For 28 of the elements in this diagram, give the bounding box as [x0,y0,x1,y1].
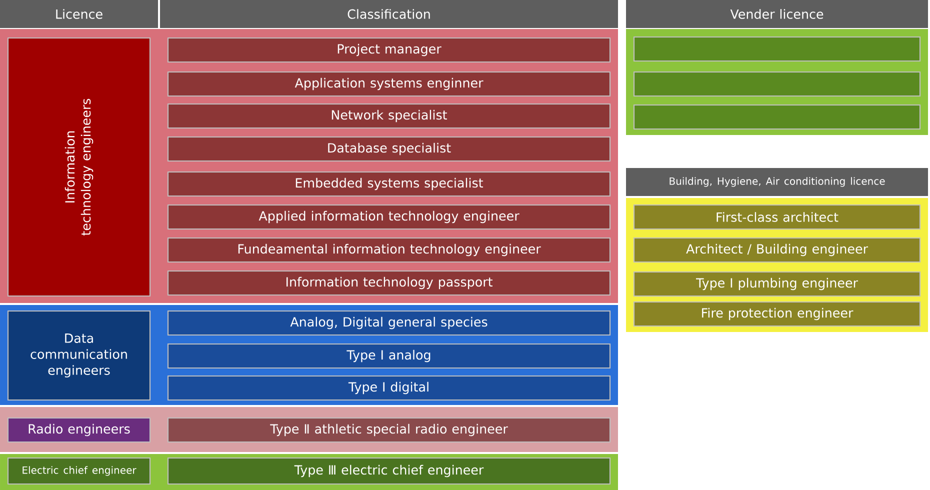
licence-box: Type Ⅰ analog [167,343,611,369]
licence-box: Information technology engineers [7,37,151,297]
licence-box: Type Ⅱ athletic special radio engineer [167,417,611,443]
licence-box [633,71,921,97]
licence-box: Information technology passport [167,270,611,296]
licence-box: Applied information technology engineer [167,204,611,230]
licence-box: Type Ⅲ electric chief engineer [167,457,611,485]
licence-box: Fire protection engineer [633,301,921,327]
column-header: Building, Hygiene, Air conditioning licence [626,168,928,196]
licence-box [633,104,921,130]
column-header: Classification [160,0,618,28]
licence-box: Electric chief engineer [7,457,151,485]
licence-box: Analog, Digital general species [167,310,611,336]
column-header: Licence [0,0,158,28]
licence-box: Data communication engineers [7,310,151,401]
licence-box: Database specialist [167,136,611,162]
licence-box: Radio engineers [7,417,151,443]
licence-box [633,36,921,62]
licence-box: Type Ⅰ plumbing engineer [633,271,921,297]
column-header: Vender licence [626,0,928,28]
licence-box: Embedded systems specialist [167,171,611,197]
licence-box: Type Ⅰ digital [167,375,611,401]
licence-box: Architect / Building engineer [633,237,921,263]
licence-box: Project manager [167,37,611,63]
licence-box: First-class architect [633,204,921,230]
licence-box: Application systems enginner [167,71,611,97]
licence-box: Fundeamental information technology engineer [167,237,611,263]
licence-box: Network specialist [167,103,611,129]
